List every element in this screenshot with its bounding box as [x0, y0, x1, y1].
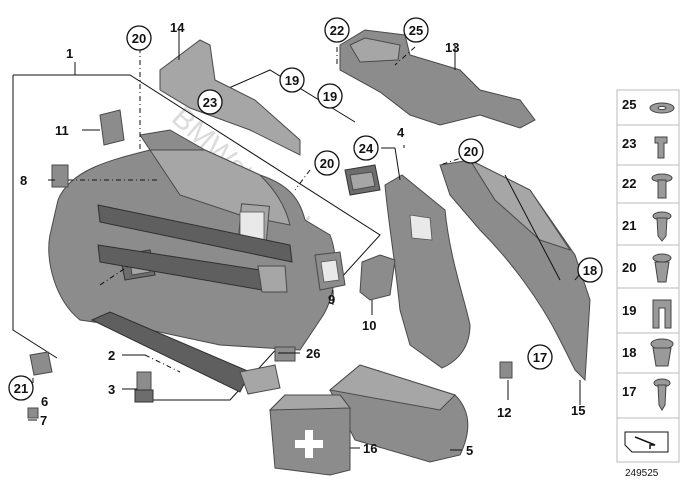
callout-23: 23	[197, 89, 223, 115]
svg-text:24: 24	[359, 141, 374, 156]
legend-row-25: 25	[617, 97, 679, 126]
legend-row-21: 21	[617, 211, 679, 246]
callout-18: 18	[577, 257, 603, 283]
svg-text:23: 23	[622, 136, 636, 151]
clip-6	[29, 351, 53, 376]
side-panel-4	[384, 174, 471, 369]
tie-down-strap	[90, 311, 281, 395]
svg-text:18: 18	[622, 345, 636, 360]
fastener-legend: 25 23 22 21 20 19	[616, 89, 680, 463]
callout-2: 2	[108, 348, 115, 363]
leader-lines	[28, 30, 584, 451]
legend-row-22: 22	[617, 173, 679, 204]
callout-numbers: 1 2 3 4 5 6 7 8 9 10 11 12 13 14 15 16 2…	[20, 20, 585, 458]
callout-3: 3	[108, 382, 115, 397]
legend-row-20: 20	[617, 253, 679, 289]
bracket-13	[339, 29, 536, 129]
cover-5	[328, 364, 469, 463]
callout-19-a: 19	[279, 67, 305, 93]
svg-text:20: 20	[622, 260, 636, 275]
frame-9	[314, 251, 346, 291]
callout-11: 11	[55, 123, 69, 138]
clip-7	[27, 407, 39, 419]
legend-row-18: 18	[617, 338, 679, 374]
clip-3	[134, 371, 154, 403]
expanding-rivet-icon	[652, 253, 672, 263]
callout-22: 22	[324, 17, 350, 43]
callout-9: 9	[328, 292, 335, 307]
callout-13: 13	[445, 40, 459, 55]
callout-21: 21	[8, 375, 34, 401]
callout-12: 12	[497, 405, 511, 420]
callout-1: 1	[66, 46, 73, 61]
legend-row-19: 19	[617, 299, 679, 334]
callout-24: 24	[353, 135, 379, 161]
svg-text:20: 20	[132, 31, 146, 46]
side-panel-15	[439, 158, 591, 382]
callout-5: 5	[466, 443, 473, 458]
clip-8	[51, 164, 69, 188]
legend-row-17: 17	[617, 378, 679, 419]
callout-7: 7	[40, 413, 47, 428]
diagram-id: 249525	[625, 468, 659, 479]
svg-text:23: 23	[203, 95, 217, 110]
spring-nut-icon	[652, 299, 672, 329]
svg-text:21: 21	[622, 218, 636, 233]
handle-24	[344, 164, 381, 196]
svg-text:25: 25	[409, 23, 423, 38]
clip-26	[274, 346, 296, 362]
svg-text:19: 19	[285, 73, 299, 88]
svg-text:20: 20	[464, 144, 478, 159]
box-10	[359, 254, 396, 301]
svg-text:22: 22	[330, 23, 344, 38]
callout-10: 10	[362, 318, 376, 333]
svg-text:19: 19	[622, 303, 636, 318]
callout-20-a: 20	[126, 25, 152, 51]
clip-12	[499, 361, 513, 379]
svg-text:22: 22	[622, 176, 636, 191]
callout-17: 17	[527, 344, 553, 370]
cover-14	[159, 39, 301, 156]
legend-row-23: 23	[617, 136, 679, 166]
svg-text:17: 17	[622, 384, 636, 399]
svg-text:21: 21	[14, 381, 28, 396]
callout-8: 8	[20, 173, 27, 188]
arrow-symbol-icon	[624, 431, 669, 453]
callout-20-b: 20	[314, 150, 340, 176]
callout-14: 14	[170, 20, 185, 35]
svg-text:19: 19	[323, 89, 337, 104]
assembly-bracket-1	[12, 62, 381, 401]
svg-text:17: 17	[533, 350, 547, 365]
svg-text:18: 18	[583, 263, 597, 278]
callout-25: 25	[403, 17, 429, 43]
side-trim-panel	[48, 129, 336, 351]
clip-11	[99, 109, 125, 146]
callout-19-b: 19	[317, 83, 343, 109]
svg-text:20: 20	[320, 156, 334, 171]
callout-6: 6	[41, 394, 48, 409]
callout-26: 26	[306, 346, 320, 361]
plug-clip-icon	[654, 136, 668, 159]
callout-20-c: 20	[458, 138, 484, 164]
callout-15: 15	[571, 403, 585, 418]
callout-circles: 20 22 25 19 19 23 20 24	[8, 17, 603, 401]
svg-text:25: 25	[622, 97, 636, 112]
callout-4: 4	[397, 125, 405, 140]
callout-16: 16	[363, 441, 377, 456]
first-aid-box-16	[268, 394, 351, 476]
